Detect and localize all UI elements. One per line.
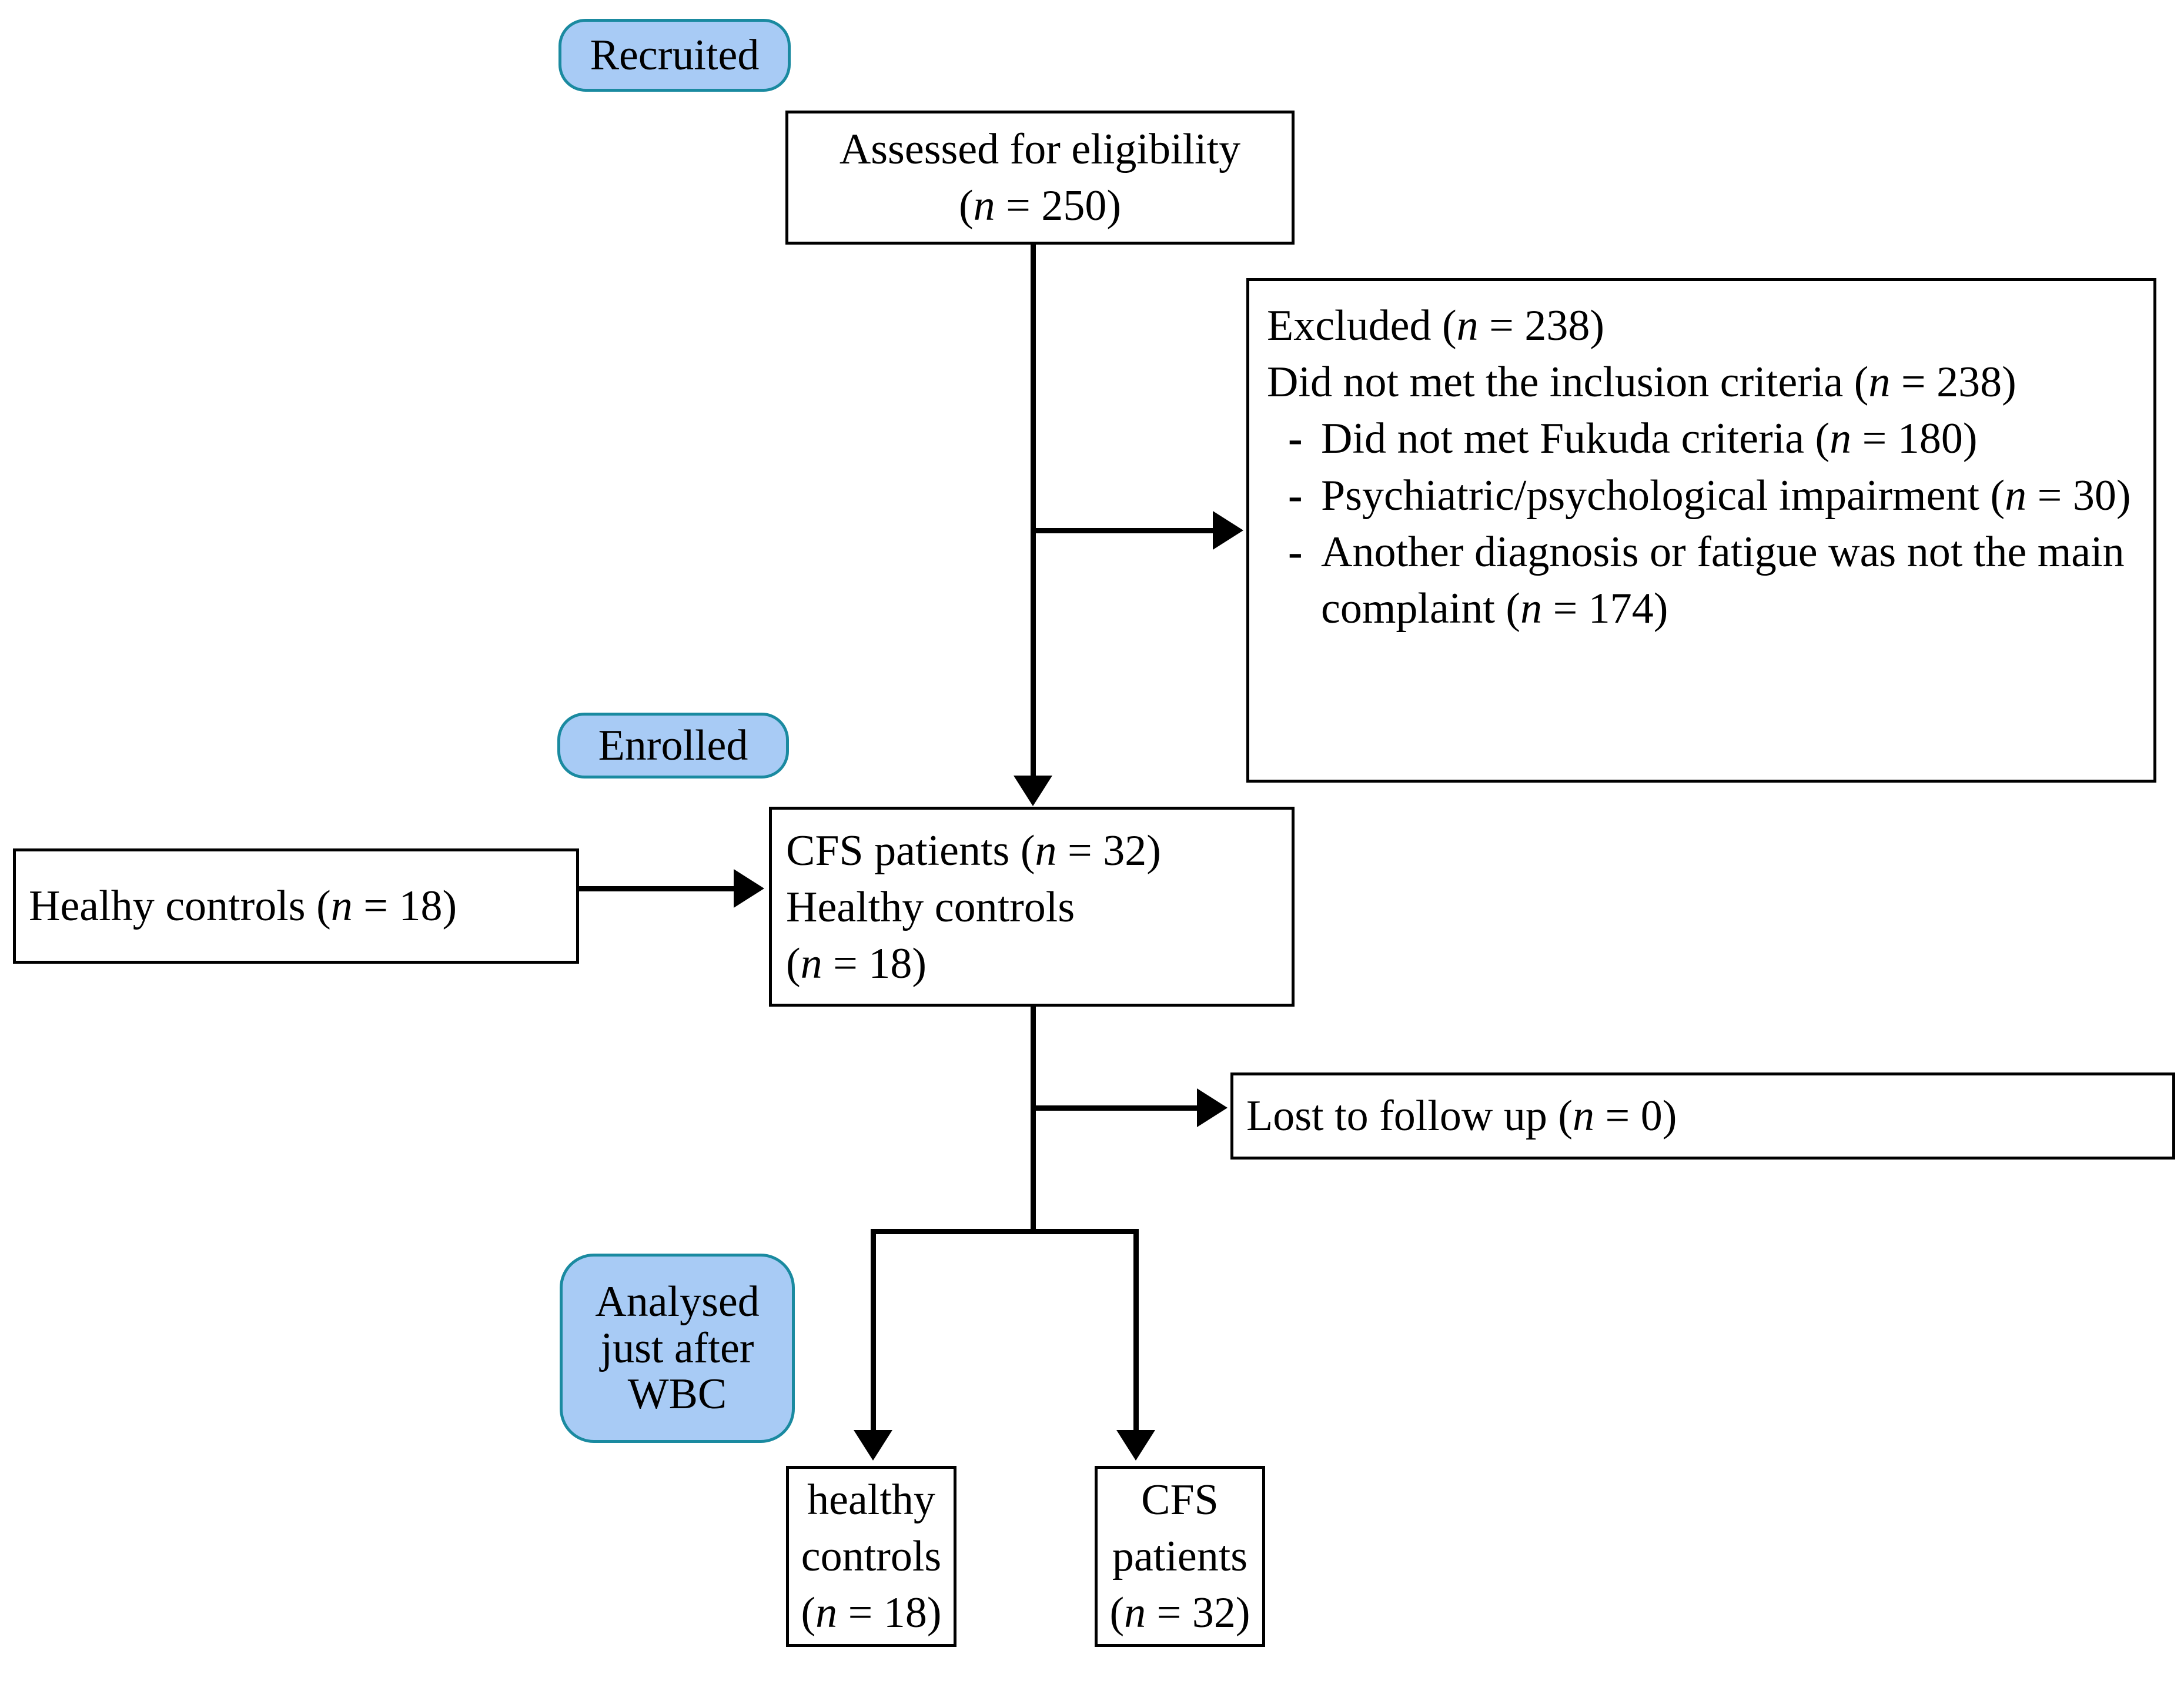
analysed-healthy-post: = 18) <box>837 1589 942 1638</box>
lost-post: = 0) <box>1594 1091 1677 1140</box>
excluded-reason-0-n: n <box>1830 415 1852 463</box>
bullet-dash-icon: - <box>1288 415 1303 463</box>
node-analysed-healthy-controls: healthy controls (n = 18) <box>786 1466 956 1647</box>
excluded-total-pre: Excluded ( <box>1267 302 1457 350</box>
excluded-header-total: Excluded (n = 238) <box>1267 298 2138 354</box>
assessed-n-post: = 250) <box>995 182 1122 230</box>
connector-split-left <box>871 1229 876 1432</box>
analysed-cfs-line-1: CFS <box>1141 1475 1219 1524</box>
assessed-n-pre: ( <box>958 182 974 230</box>
enrolled-healthy-n-line: (n = 18) <box>786 935 1280 992</box>
node-excluded: Excluded (n = 238) Did not met the inclu… <box>1246 278 2156 783</box>
excluded-criteria-n: n <box>1868 358 1891 407</box>
connector-split-bar <box>871 1229 1139 1234</box>
healthy-input-post: = 18) <box>352 881 457 930</box>
enrolled-cfs-n: n <box>1035 827 1057 875</box>
excluded-reason-0-post: = 180) <box>1851 415 1978 463</box>
enrolled-healthy-post: = 18) <box>822 940 927 988</box>
connector-assessed-to-enrolled <box>1031 245 1036 777</box>
connector-to-excluded <box>1033 528 1215 533</box>
stage-badge-enrolled: Enrolled <box>557 713 789 778</box>
stage-badge-recruited: Recruited <box>558 19 791 92</box>
enrolled-healthy-line: Healthy controls <box>786 883 1075 932</box>
node-enrolled-group: CFS patients (n = 32) Healthy controls (… <box>769 807 1295 1007</box>
connector-to-lost-followup <box>1033 1105 1199 1111</box>
excluded-criteria-pre: Did not met the inclusion criteria ( <box>1267 358 1869 407</box>
arrowhead-split-right <box>1116 1430 1155 1461</box>
excluded-reason-2-post: = 174) <box>1542 584 1668 633</box>
bullet-dash-icon: - <box>1288 527 1303 576</box>
stage-badge-recruited-label: Recruited <box>590 31 760 79</box>
arrowhead-assessed-to-enrolled <box>1014 776 1052 806</box>
excluded-reason-item: -Another diagnosis or fatigue was not th… <box>1267 524 2138 637</box>
excluded-total-n: n <box>1456 302 1479 350</box>
analysed-cfs-line-2: patients <box>1112 1532 1248 1581</box>
connector-healthy-input-to-enrolled <box>579 886 735 891</box>
excluded-criteria-post: = 238) <box>1890 358 2016 407</box>
arrowhead-to-excluded <box>1213 511 1243 550</box>
analysed-cfs-post: = 32) <box>1146 1589 1250 1638</box>
analysed-healthy-n: n <box>815 1589 838 1638</box>
node-healthy-controls-input: Healhy controls (n = 18) <box>13 848 579 964</box>
excluded-header-criteria: Did not met the inclusion criteria (n = … <box>1267 354 2138 410</box>
connector-split-right <box>1133 1229 1139 1432</box>
enrolled-cfs-pre: CFS patients ( <box>786 827 1035 875</box>
lost-pre: Lost to follow up ( <box>1246 1091 1573 1140</box>
healthy-input-n: n <box>330 881 353 930</box>
assessed-line-1: Assessed for eligibility <box>839 125 1241 173</box>
arrowhead-healthy-input-to-enrolled <box>734 869 764 908</box>
excluded-reason-1-n: n <box>2005 471 2027 520</box>
stage-badge-analysed: Analysed just after WBC <box>560 1254 795 1443</box>
enrolled-cfs-line: CFS patients (n = 32) <box>786 823 1280 879</box>
excluded-reason-item: -Psychiatric/psychological impairment (n… <box>1267 467 2138 524</box>
excluded-reason-0-pre: Did not met Fukuda criteria ( <box>1321 415 1830 463</box>
excluded-reason-1-pre: Psychiatric/psychological impairment ( <box>1321 471 2005 520</box>
enrolled-healthy-pre: ( <box>786 940 801 988</box>
excluded-reason-item: -Did not met Fukuda criteria (n = 180) <box>1267 410 2138 467</box>
healthy-input-pre: Healhy controls ( <box>29 881 331 930</box>
excluded-reason-1-post: = 30) <box>2026 471 2131 520</box>
excluded-reason-list: -Did not met Fukuda criteria (n = 180) -… <box>1267 410 2138 637</box>
analysed-healthy-line-1: healthy <box>807 1475 935 1524</box>
node-assessed-for-eligibility: Assessed for eligibility (n = 250) <box>785 111 1295 245</box>
node-lost-to-follow-up: Lost to follow up (n = 0) <box>1230 1072 2175 1160</box>
analysed-healthy-line-3: (n = 18) <box>794 1585 949 1641</box>
analysed-cfs-line-3: (n = 32) <box>1102 1585 1257 1641</box>
bullet-dash-icon: - <box>1288 471 1303 520</box>
stage-badge-enrolled-label: Enrolled <box>598 721 748 770</box>
stage-badge-analysed-label: Analysed just after WBC <box>595 1278 760 1419</box>
excluded-reason-2-pre: Another diagnosis or fatigue was not the… <box>1321 527 2125 633</box>
assessed-n-symbol: n <box>973 182 995 230</box>
analysed-healthy-line-2: controls <box>801 1532 942 1581</box>
assessed-line-2: (n = 250) <box>799 178 1281 234</box>
analysed-healthy-pre: ( <box>801 1589 816 1638</box>
enrolled-cfs-post: = 32) <box>1056 827 1161 875</box>
enrolled-healthy-n: n <box>800 940 822 988</box>
excluded-reason-2-n: n <box>1520 584 1543 633</box>
arrowhead-split-left <box>854 1430 892 1461</box>
connector-enrolled-to-split <box>1031 1007 1036 1233</box>
excluded-total-post: = 238) <box>1478 302 1604 350</box>
analysed-cfs-pre: ( <box>1109 1589 1125 1638</box>
analysed-cfs-n: n <box>1124 1589 1146 1638</box>
lost-n: n <box>1572 1091 1594 1140</box>
arrowhead-to-lost-followup <box>1197 1088 1228 1127</box>
node-analysed-cfs-patients: CFS patients (n = 32) <box>1095 1466 1265 1647</box>
